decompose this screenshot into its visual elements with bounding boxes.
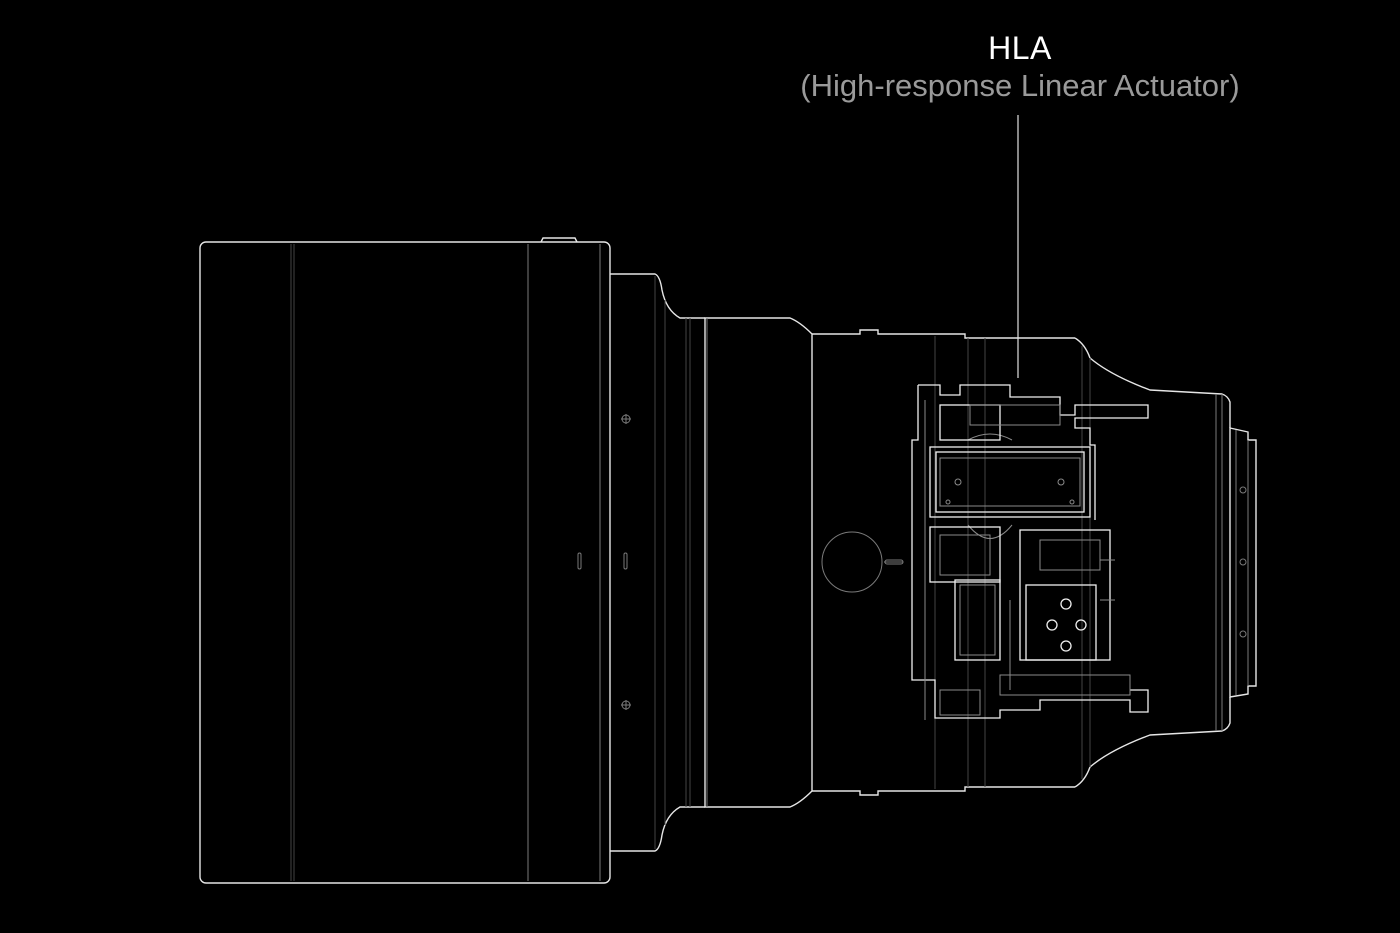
index-markers	[577, 414, 1247, 710]
focus-hold-button	[821, 531, 904, 593]
lens-mount	[1229, 427, 1257, 698]
callout-subtitle: (High-response Linear Actuator)	[800, 68, 1240, 103]
transition-ring	[610, 273, 705, 852]
front-barrel	[199, 237, 611, 884]
callout-title: HLA	[988, 30, 1052, 66]
hla-mechanism	[911, 384, 1149, 720]
